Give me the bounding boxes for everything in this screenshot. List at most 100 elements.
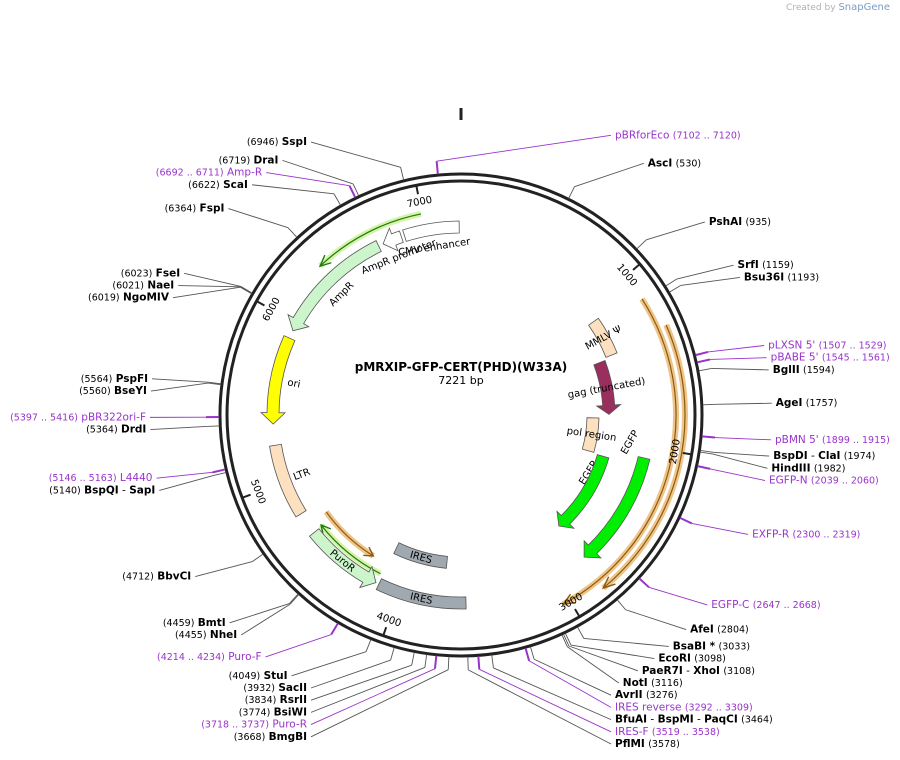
enzyme-label[interactable]: NotI (3116) (623, 677, 683, 689)
enzyme-label[interactable]: (6622) ScaI (188, 179, 248, 191)
enzyme-label[interactable]: (3668) BmgBI (234, 731, 307, 743)
enzyme-label[interactable]: (5564) PspFI (81, 373, 148, 385)
tick-label: 2000 (668, 438, 683, 465)
position-text: (1974) (844, 451, 876, 462)
tick-mark (574, 608, 580, 617)
enzyme-label[interactable]: (5364) DrdI (86, 424, 146, 436)
enzyme-label[interactable]: (4049) StuI (229, 670, 288, 682)
leader-line (282, 159, 354, 185)
position-text: (1507 .. 1529) (819, 340, 887, 351)
position-text: (4712) (122, 571, 154, 582)
primer-mark (695, 350, 709, 357)
tick-label: 1000 (614, 262, 639, 289)
position-text: (4459) (163, 617, 195, 628)
name-text: pBR322ori-F (81, 411, 146, 423)
enzyme-label[interactable]: (6719) DraI (219, 154, 279, 166)
label-layer: pBRforEco (7102 .. 7120) AscI (530) PshAI … (10, 129, 890, 750)
enzyme-label[interactable]: BglII (1594) (773, 364, 835, 376)
name-text: NaeI (147, 280, 174, 292)
tick-mark (382, 626, 388, 636)
primer-mark (433, 655, 438, 669)
primer-label[interactable]: (5397 .. 5416) pBR322ori-F (10, 411, 146, 423)
name-text: Bsu36I (744, 271, 784, 283)
position-text: (2300 .. 2319) (793, 529, 861, 540)
feature-ampr-promoter (382, 227, 404, 252)
primer-mark (330, 622, 339, 636)
primer-label[interactable]: (5146 .. 5163) L4440 (49, 472, 153, 484)
enzyme-label[interactable]: (6019) NgoMIV (88, 292, 170, 304)
primer-label[interactable]: pBMN 5' (1899 .. 1915) (775, 434, 890, 446)
enzyme-label[interactable]: HindIII (1982) (771, 462, 845, 474)
enzyme-label[interactable]: BfuAI - BspMI - PaqCI (3464) (615, 714, 773, 726)
enzyme-label[interactable]: (6021) NaeI (112, 280, 174, 292)
enzyme-label[interactable]: AfeI (2804) (690, 624, 749, 636)
enzyme-label[interactable]: (5140) BspQI - SapI (49, 484, 155, 496)
enzyme-label[interactable]: (6023) FseI (121, 267, 180, 279)
primer-label[interactable]: pBRforEco (7102 .. 7120) (615, 129, 741, 141)
enzyme-mark (564, 633, 572, 646)
leader-line (229, 603, 290, 624)
primer-label[interactable]: pBABE 5' (1545 .. 1561) (771, 352, 890, 364)
primer-label[interactable]: IRES reverse (3292 .. 3309) (615, 701, 753, 713)
enzyme-label[interactable]: BsaBI * (3033) (673, 640, 750, 652)
enzyme-label[interactable]: (4459) BmtI (163, 617, 226, 629)
enzyme-label[interactable]: Bsu36I (1193) (744, 271, 819, 283)
enzyme-label[interactable]: AvrII (3276) (615, 689, 678, 701)
name-text: AgeI (776, 397, 803, 409)
enzyme-label[interactable]: (6364) FspI (165, 203, 225, 215)
enzyme-label[interactable]: EcoRI (3098) (658, 653, 726, 665)
position-text: (6021) (112, 280, 144, 291)
enzyme-label[interactable]: BspDI - ClaI (1974) (773, 450, 875, 462)
tick-label: 3000 (557, 591, 585, 613)
enzyme-label[interactable]: (4455) NheI (175, 629, 237, 641)
orf-line (325, 511, 374, 557)
enzyme-label[interactable]: PaeR7I - XhoI (3108) (642, 665, 755, 677)
leader-line (468, 669, 612, 745)
orf-line (563, 298, 677, 605)
enzyme-label[interactable]: (3932) SacII (243, 682, 307, 694)
enzyme-mark (400, 167, 405, 181)
enzyme-label[interactable]: (5560) BseYI (79, 385, 147, 397)
leader-line (310, 668, 436, 726)
primer-label[interactable]: IRES-F (3519 .. 3538) (615, 726, 720, 738)
orf-line (320, 524, 381, 575)
leader-line (178, 285, 241, 288)
primer-label[interactable]: (4214 .. 4234) Puro-F (157, 651, 262, 663)
name-text: FspI (200, 203, 225, 215)
leader-line (567, 646, 620, 684)
name-text: ScaI (223, 179, 248, 191)
enzyme-label[interactable]: AscI (530) (648, 157, 701, 169)
enzyme-mark (390, 647, 395, 661)
primer-label[interactable]: pLXSN 5' (1507 .. 1529) (768, 339, 886, 351)
leader-line (528, 660, 612, 708)
enzyme-label[interactable]: (4712) BbvCI (122, 571, 191, 583)
plasmid-name: pMRXIP-GFP-CERT(PHD)(W33A) (355, 360, 568, 374)
position-text: (3834) (245, 695, 277, 706)
name-text: DraI (254, 154, 279, 166)
enzyme-label[interactable]: (3774) BsiWI (239, 706, 307, 718)
enzyme-mark (491, 654, 494, 668)
enzyme-label[interactable]: (3834) RsrII (245, 694, 307, 706)
position-text: (5364) (86, 424, 118, 435)
name-text: Amp-R (227, 167, 262, 179)
position-text: (5564) (81, 373, 113, 384)
enzyme-label[interactable]: SrfI (1159) (738, 259, 794, 271)
primer-mark (477, 656, 481, 670)
leader-line (676, 264, 734, 280)
primer-label[interactable]: (6692 .. 6711) Amp-R (156, 167, 262, 179)
leader-line (156, 471, 213, 479)
position-text: (530) (676, 158, 702, 169)
name-text: SrfI (738, 259, 759, 271)
primer-label[interactable]: EXFP-R (2300 .. 2319) (752, 528, 860, 540)
enzyme-label[interactable]: PshAI (935) (709, 216, 771, 228)
primer-label[interactable]: EGFP-N (2039 .. 2060) (769, 475, 879, 487)
name-text: RsrII (280, 694, 307, 706)
primer-label[interactable]: EGFP-C (2647 .. 2668) (711, 599, 820, 611)
enzyme-label[interactable]: (6946) SspI (247, 136, 307, 148)
tick-label: 4000 (375, 611, 403, 630)
primer-label[interactable]: (3718 .. 3737) Puro-R (201, 719, 307, 731)
enzyme-label[interactable]: PflMI (3578) (615, 738, 680, 750)
enzyme-label[interactable]: AgeI (1757) (776, 397, 838, 409)
name-text: AfeI (690, 624, 714, 636)
